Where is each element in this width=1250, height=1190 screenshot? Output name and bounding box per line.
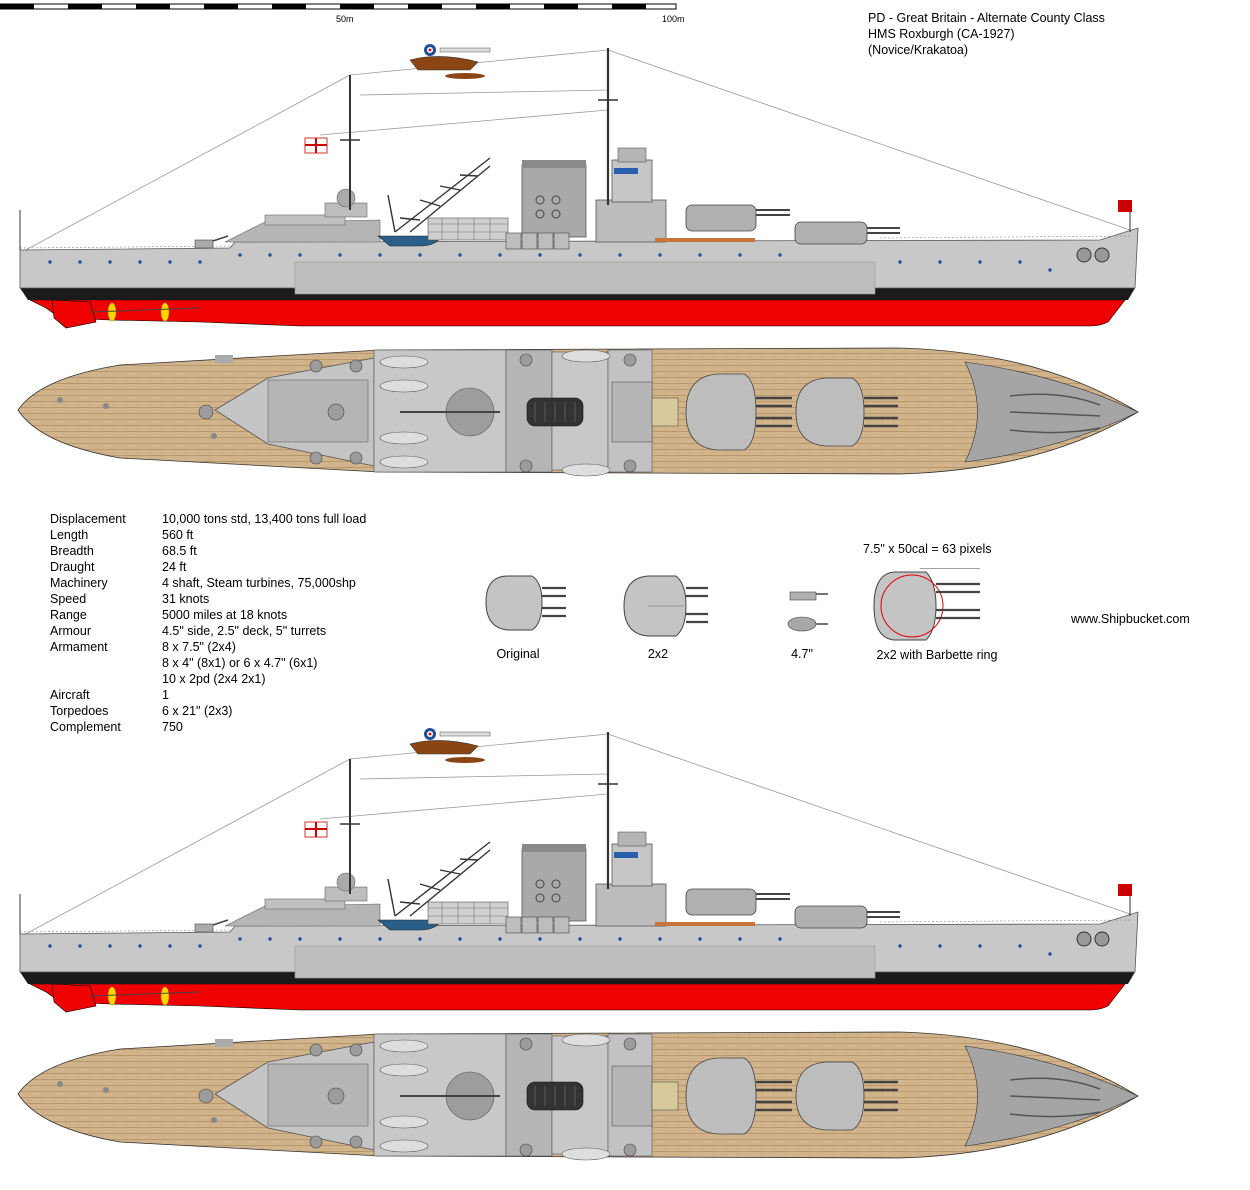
turret-2x2-barbette xyxy=(873,568,980,641)
spec-value: 24 ft xyxy=(162,560,187,574)
spec-label: Armament xyxy=(50,640,108,654)
spec-label: Displacement xyxy=(50,512,126,526)
spec-value: 4 shaft, Steam turbines, 75,000shp xyxy=(162,576,356,590)
side-profile-bottom xyxy=(18,726,1140,1014)
turret-2x2 xyxy=(623,575,708,637)
spec-label: Armour xyxy=(50,624,91,638)
label-4-7: 4.7" xyxy=(791,647,813,661)
spec-value: 68.5 ft xyxy=(162,544,197,558)
spec-value: 31 knots xyxy=(162,592,210,606)
spec-value: 560 ft xyxy=(162,528,194,542)
label-2x2-barbette: 2x2 with Barbette ring xyxy=(876,648,998,662)
title-line-1: PD - Great Britain - Alternate County Cl… xyxy=(868,11,1105,25)
spec-row: Machinery 4 shaft, Steam turbines, 75,000… xyxy=(50,575,366,591)
label-original: Original xyxy=(496,647,540,661)
spec-label: Torpedoes xyxy=(50,704,109,718)
spec-row: 10 x 2pd (2x4 2x1) xyxy=(50,671,366,687)
spec-row: Complement 750 xyxy=(50,719,366,735)
spec-value: 8 x 7.5" (2x4) xyxy=(162,640,236,654)
spec-row: Aircraft 1 xyxy=(50,687,366,703)
spec-row: Speed 31 knots xyxy=(50,591,366,607)
turret-4-7 xyxy=(787,591,828,632)
spec-row: Displacement 10,000 tons std, 13,400 tons… xyxy=(50,511,366,527)
spec-value: 5000 miles at 18 knots xyxy=(162,608,288,622)
turret-details xyxy=(485,568,980,641)
side-profile-top xyxy=(18,42,1140,330)
spec-row: Armour 4.5" side, 2.5" deck, 5" turrets xyxy=(50,623,366,639)
turret-original xyxy=(485,575,566,631)
spec-row: 8 x 4" (8x1) or 6 x 4.7" (6x1) xyxy=(50,655,366,671)
spec-label: Machinery xyxy=(50,576,108,590)
spec-row: Armament 8 x 7.5" (2x4) xyxy=(50,639,366,655)
ship-drawing-top xyxy=(16,42,1140,478)
spec-label: Length xyxy=(50,528,89,542)
plan-view-bottom xyxy=(16,1030,1140,1162)
spec-label: Complement xyxy=(50,720,121,734)
spec-label xyxy=(50,655,162,671)
scale-note: 7.5" x 50cal = 63 pixels xyxy=(863,542,992,556)
spec-row: Draught 24 ft xyxy=(50,559,366,575)
spec-value: 1 xyxy=(162,688,169,702)
scale-label-100m: 100m xyxy=(662,14,685,24)
spec-value: 10,000 tons std, 13,400 tons full load xyxy=(162,512,367,526)
spec-label: Aircraft xyxy=(50,688,90,702)
scale-bar-graphic xyxy=(0,3,677,10)
spec-value: 750 xyxy=(162,720,183,734)
spec-row: Torpedoes 6 x 21" (2x3) xyxy=(50,703,366,719)
spec-value: 6 x 21" (2x3) xyxy=(162,704,233,718)
spec-label: Range xyxy=(50,608,87,622)
label-2x2: 2x2 xyxy=(647,647,669,661)
spec-row: Breadth 68.5 ft xyxy=(50,543,366,559)
title-line-2: HMS Roxburgh (CA-1927) xyxy=(868,27,1015,41)
spec-value: 4.5" side, 2.5" deck, 5" turrets xyxy=(162,624,327,638)
plan-view-top xyxy=(16,346,1140,478)
spec-value: 10 x 2pd (2x4 2x1) xyxy=(162,672,266,686)
ship-drawing-bottom xyxy=(16,726,1140,1162)
spec-label: Breadth xyxy=(50,544,94,558)
title-block: PD - Great Britain - Alternate County Cl… xyxy=(868,10,1105,58)
title-line-3: (Novice/Krakatoa) xyxy=(868,43,969,57)
spec-label: Draught xyxy=(50,560,95,574)
scale-bar: 50m 100m xyxy=(0,0,700,28)
spec-row: Length 560 ft xyxy=(50,527,366,543)
scale-label-50m: 50m xyxy=(336,14,354,24)
spec-label: Speed xyxy=(50,592,87,606)
credit-link[interactable]: www.Shipbucket.com xyxy=(1071,612,1190,626)
spec-value: 8 x 4" (8x1) or 6 x 4.7" (6x1) xyxy=(162,656,318,670)
specs-table: Displacement 10,000 tons std, 13,400 tons… xyxy=(50,511,366,735)
spec-row: Range 5000 miles at 18 knots xyxy=(50,607,366,623)
